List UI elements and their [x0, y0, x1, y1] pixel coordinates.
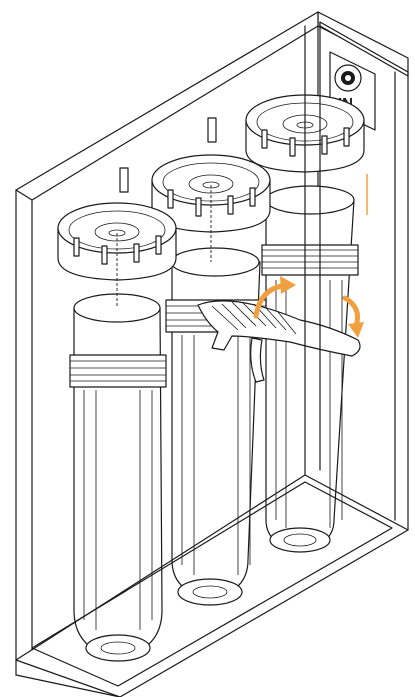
frame-back — [15, 11, 409, 661]
filter-housing-right — [261, 185, 359, 553]
filter-cap-left — [57, 202, 177, 308]
filter-cap-middle — [119, 117, 271, 262]
rotate-arrow-icon — [253, 276, 364, 338]
filter-housing-left — [69, 293, 167, 662]
frame-front — [15, 21, 409, 697]
